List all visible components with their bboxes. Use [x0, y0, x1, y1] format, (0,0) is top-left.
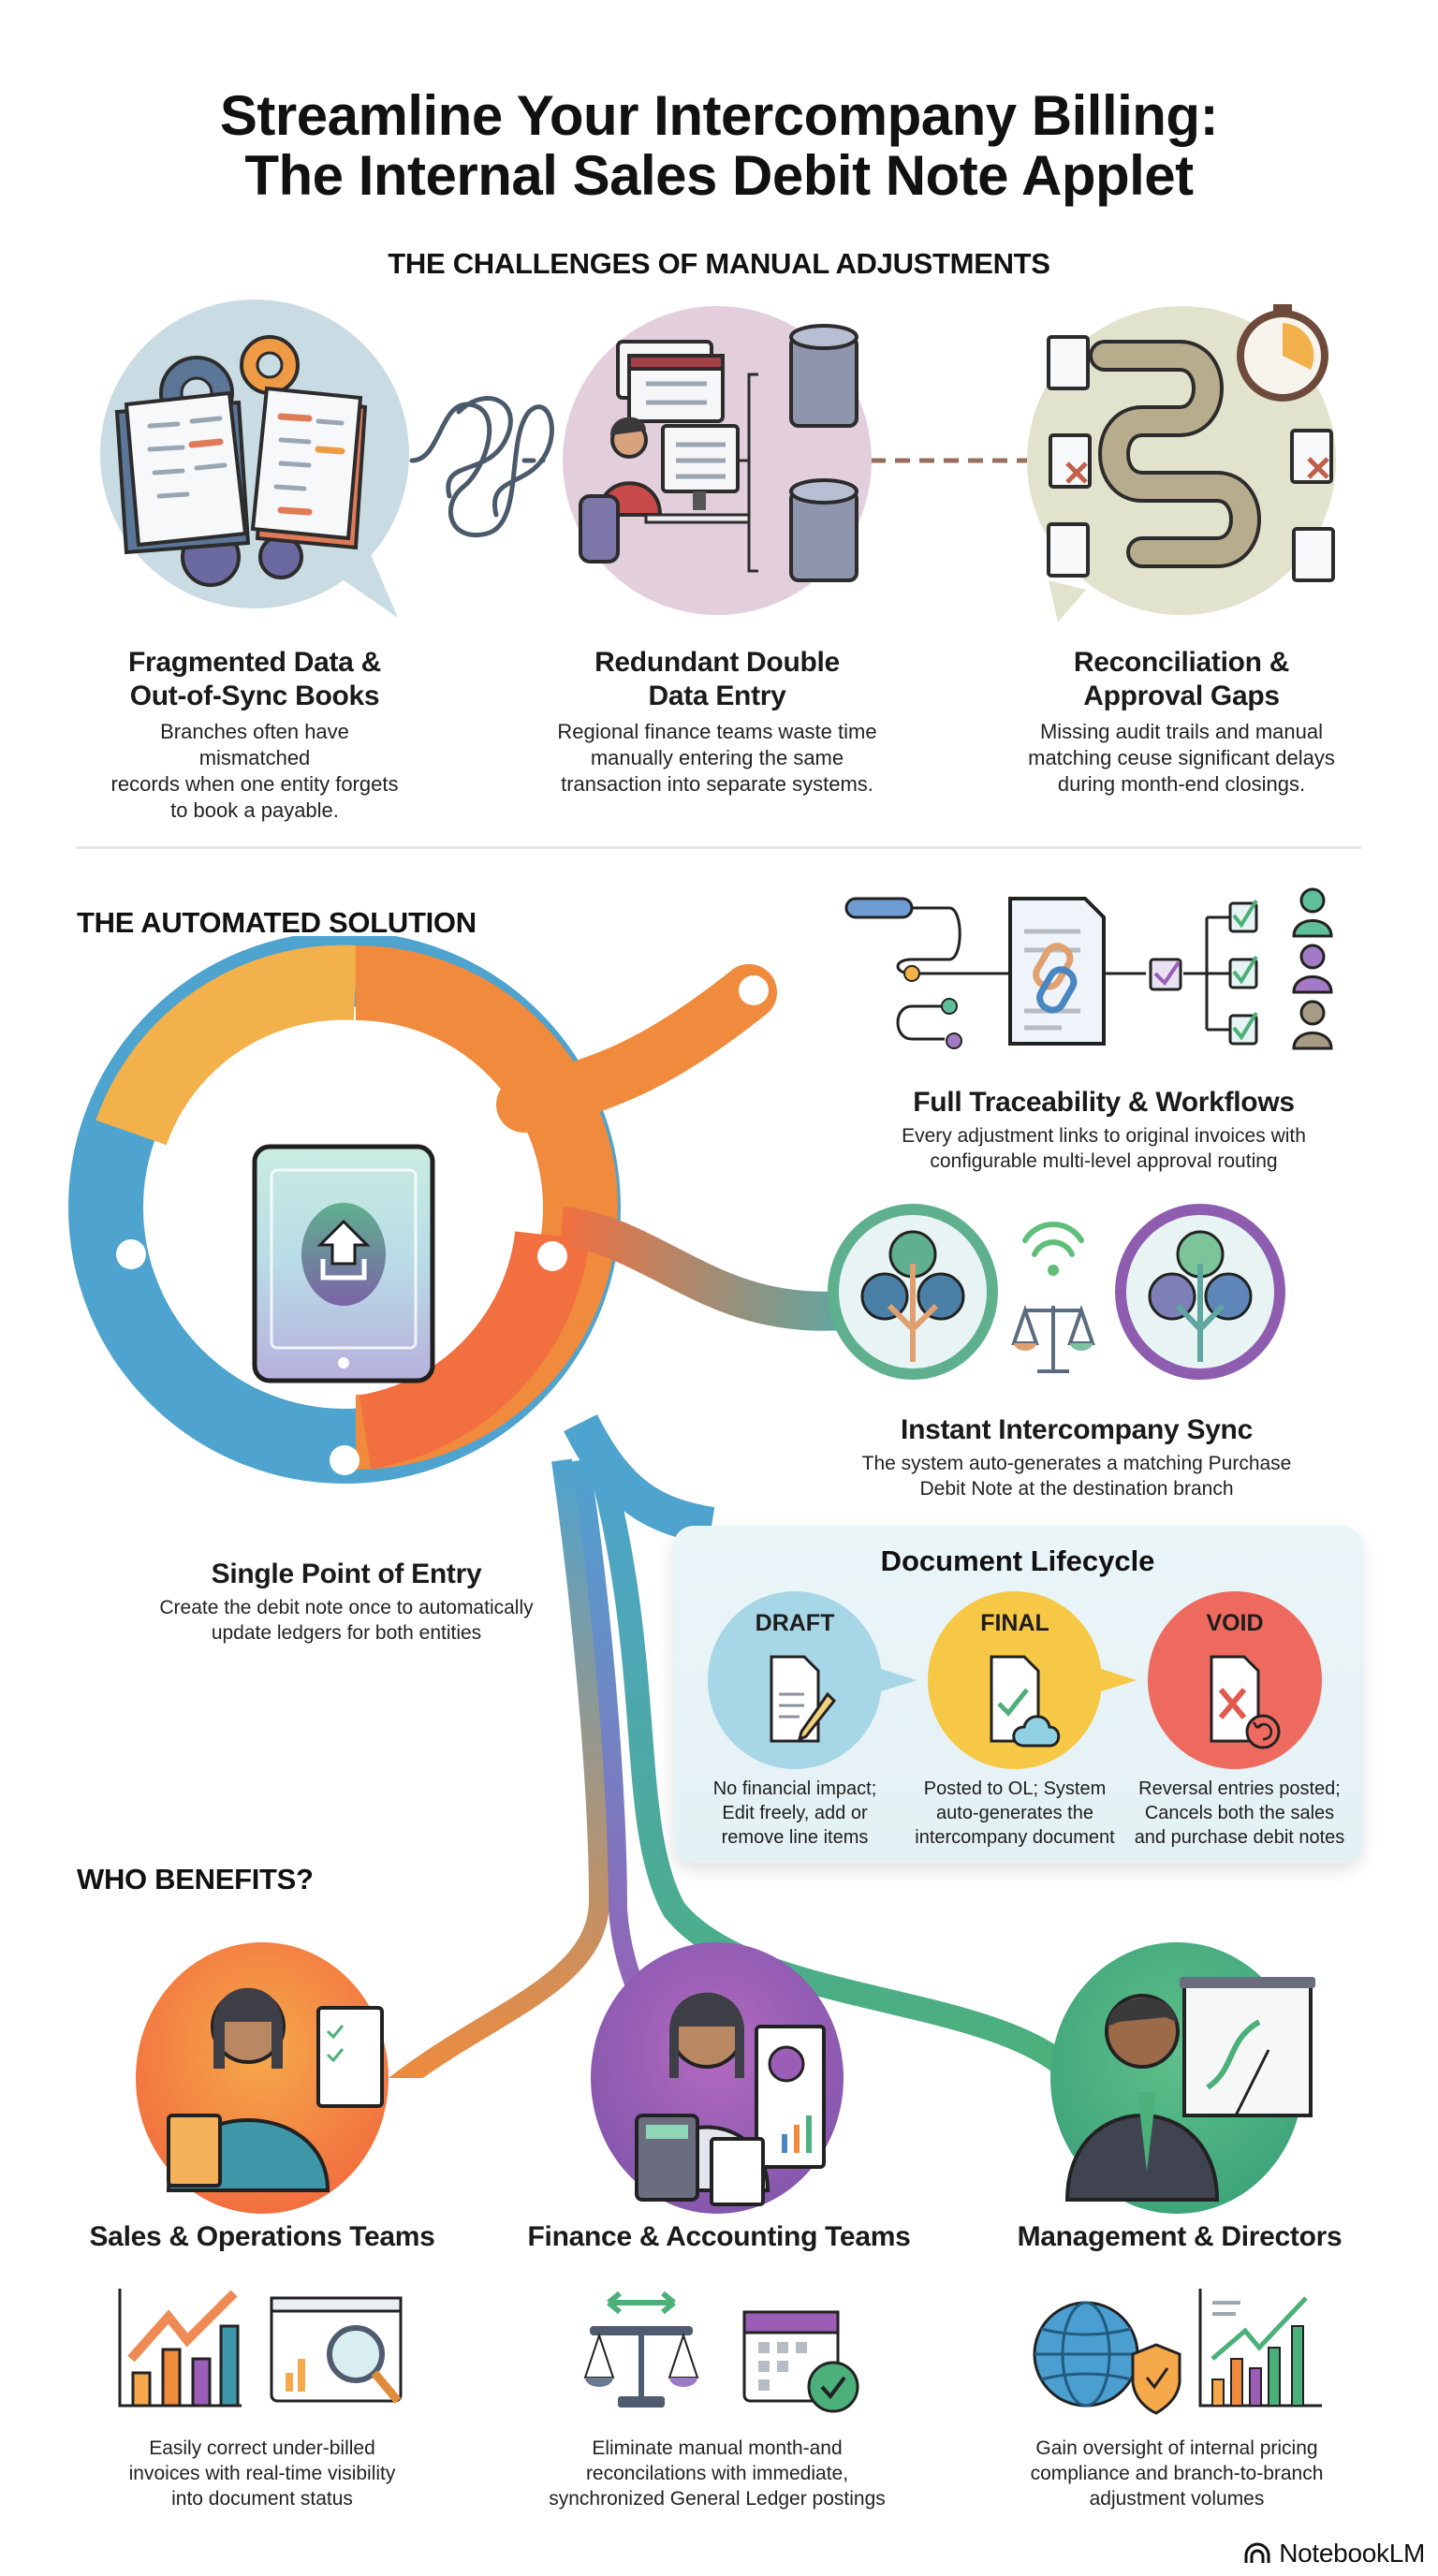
challenge-title: Fragmented Data &	[128, 647, 381, 678]
section-divider	[77, 846, 1361, 849]
benefit-icons	[118, 2289, 1322, 2415]
stage-desc-draft: No financial impact; Edit freely, add or…	[692, 1777, 898, 1850]
balance-scale-icon	[583, 2291, 699, 2408]
notebooklm-brand: NotebookLM	[1243, 2539, 1425, 2569]
feature-title: Full Traceability & Workflows	[913, 1087, 1295, 1118]
stage-label-void: VOID	[1206, 1610, 1264, 1636]
feature-desc: Create the debit note once to automatica…	[159, 1597, 534, 1618]
challenges-heading: THE CHALLENGES OF MANUAL ADJUSTMENTS	[388, 247, 1050, 280]
benefits-heading: WHO BENEFITS?	[77, 1863, 314, 1895]
tangled-connector-icon	[409, 396, 554, 538]
feature-desc: Every adjustment links to original invoi…	[902, 1125, 1306, 1147]
challenge-desc: manually entering the same	[590, 746, 844, 769]
benefit-desc-line: adjustment volumes	[1089, 2488, 1265, 2510]
solution-hub-diagram	[68, 936, 1076, 2078]
benefit-desc-line: reconcilations with immediate,	[585, 2463, 849, 2484]
stage-label-final: FINAL	[980, 1610, 1049, 1636]
benefit-desc-line: Gain oversight of internal pricing	[1035, 2437, 1318, 2459]
benefit-desc-management: Gain oversight of internal pricing compl…	[990, 2436, 1364, 2511]
winding-path-stopwatch-icon	[1027, 304, 1336, 622]
person-computer-databases-icon	[563, 306, 872, 615]
stage-desc-line: No financial impact;	[712, 1778, 877, 1799]
growth-chart-icon	[1198, 2289, 1322, 2408]
benefits-personas	[136, 1942, 1315, 2214]
feature-traceability: Full Traceability & Workflows Every adju…	[837, 1086, 1371, 1174]
globe-shield-icon	[1033, 2301, 1181, 2415]
benefit-desc-line: Eliminate manual month-and	[592, 2437, 843, 2459]
benefit-desc-finance: Eliminate manual month-and reconcilation…	[511, 2436, 923, 2511]
tablet-upload-icon	[252, 1144, 435, 1383]
feature-title: Single Point of Entry	[211, 1559, 482, 1589]
stage-desc-line: Reversal entries posted;	[1138, 1778, 1341, 1799]
challenge-title: Approval Gaps	[1083, 681, 1280, 711]
feature-desc: configurable multi-level approval routin…	[930, 1150, 1278, 1172]
void-document-x-undo-icon	[1210, 1655, 1281, 1749]
bar-chart-trend-icon	[118, 2289, 242, 2408]
feature-sync: Instant Intercompany Sync The system aut…	[824, 1413, 1329, 1501]
stage-desc-line: Edit freely, add or	[722, 1803, 868, 1823]
solution-heading: THE AUTOMATED SOLUTION	[77, 906, 477, 939]
benefit-title-sales: Sales & Operations Teams	[89, 2221, 435, 2252]
draft-document-pencil-icon	[770, 1655, 837, 1743]
torn-ledger-gears-icon	[100, 300, 409, 618]
accountant-calculator-icon	[591, 1942, 844, 2214]
director-presentation-icon	[1050, 1942, 1315, 2214]
feature-desc: update ledgers for both entities	[211, 1622, 482, 1644]
benefit-desc-line: Easily correct under-billed	[149, 2437, 375, 2459]
brand-label: NotebookLM	[1279, 2539, 1425, 2568]
calendar-check-icon	[742, 2310, 859, 2413]
feature-single-entry: Single Point of Entry Create the debit n…	[131, 1558, 562, 1646]
challenge-desc: matching ceuse significant delays	[1028, 746, 1335, 769]
branch-trees-scale-icon	[828, 1204, 1285, 1380]
benefit-desc-sales: Easily correct under-billed invoices wit…	[75, 2436, 449, 2511]
challenge-title: Out-of-Sync Books	[129, 681, 380, 711]
challenge-desc: transaction into separate systems.	[561, 772, 873, 796]
challenge-desc: Branches often have mismatched	[160, 720, 349, 769]
challenge-double-entry: Redundant Double Data Entry Regional fin…	[549, 646, 886, 798]
benefit-title-finance: Finance & Accounting Teams	[527, 2221, 911, 2252]
lifecycle-title: Document Lifecycle	[880, 1544, 1155, 1577]
page-title-line1: Streamline Your Intercompany Billing:	[219, 84, 1219, 147]
challenge-fragmented-data: Fragmented Data & Out-of-Sync Books Bran…	[105, 646, 404, 824]
stage-desc-line: and purchase debit notes	[1134, 1827, 1345, 1848]
benefit-desc-line: synchronized General Ledger postings	[549, 2488, 886, 2510]
stage-desc-line: Posted to OL; System	[923, 1778, 1107, 1799]
challenge-desc: records when one entity forgets	[110, 772, 399, 796]
feature-desc: Debit Note at the destination branch	[919, 1478, 1234, 1500]
benefit-title-management: Management & Directors	[1017, 2221, 1343, 2252]
challenge-title: Reconciliation &	[1073, 647, 1290, 678]
browser-magnifier-icon	[270, 2296, 403, 2404]
benefit-desc-line: into document status	[171, 2488, 353, 2510]
feature-title: Instant Intercompany Sync	[901, 1414, 1253, 1445]
challenge-desc: during month-end closings.	[1057, 772, 1306, 796]
benefit-desc-line: invoices with real-time visibility	[128, 2463, 396, 2484]
sales-agent-headset-icon	[136, 1942, 389, 2214]
challenge-desc: to book a payable.	[170, 798, 339, 822]
stage-desc-void: Reversal entries posted; Cancels both th…	[1127, 1777, 1352, 1850]
challenge-desc: Missing audit trails and manual	[1039, 720, 1324, 743]
stage-desc-line: Cancels both the sales	[1144, 1803, 1335, 1823]
notebooklm-logo-icon	[1244, 2542, 1270, 2563]
stage-desc-line: remove line items	[721, 1827, 869, 1848]
challenge-desc: Regional finance teams waste time	[557, 720, 877, 743]
lifecycle-flow	[708, 1591, 1322, 1769]
document-link-approval-icon	[844, 887, 1333, 1050]
stage-desc-final: Posted to OL; System auto-generates the …	[907, 1777, 1123, 1850]
stage-label-draft: DRAFT	[755, 1610, 835, 1636]
challenge-reconciliation: Reconciliation & Approval Gaps Missing a…	[1013, 646, 1350, 798]
stage-desc-line: auto-generates the	[936, 1803, 1093, 1823]
stage-desc-line: intercompany document	[915, 1827, 1115, 1848]
feature-desc: The system auto-generates a matching Pur…	[861, 1453, 1292, 1474]
challenges-illustrations	[100, 300, 1336, 622]
benefit-desc-line: compliance and branch-to-branch	[1030, 2463, 1324, 2484]
page-title-line2: The Internal Sales Debit Note Applet	[244, 144, 1194, 207]
challenge-title: Redundant Double	[594, 647, 840, 678]
final-document-check-cloud-icon	[990, 1655, 1061, 1748]
challenge-title: Data Entry	[648, 681, 786, 711]
